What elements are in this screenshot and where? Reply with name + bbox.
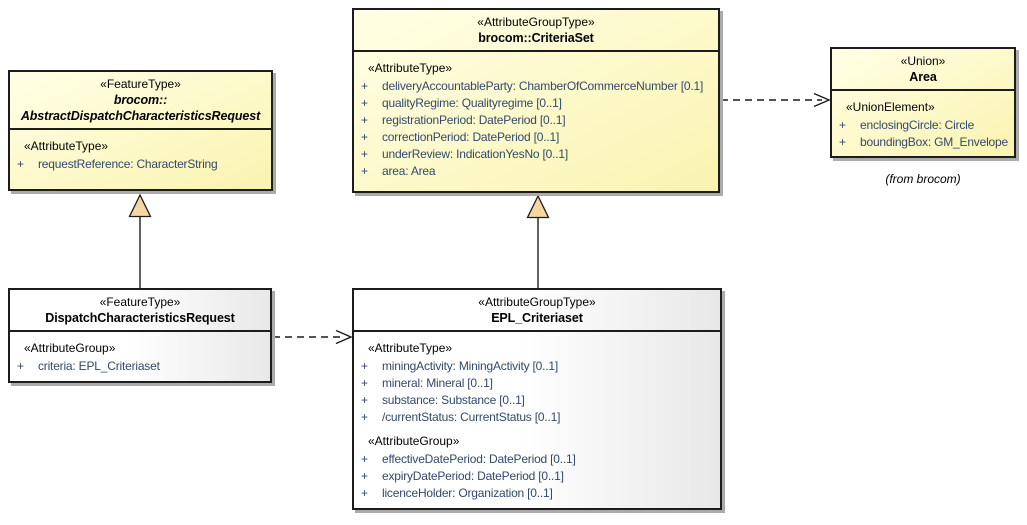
visibility-marker: + [361, 469, 369, 483]
class-box-criteria-set[interactable]: «AttributeGroupType» brocom::CriteriaSet… [352, 8, 720, 193]
attribute-text: area: Area [382, 164, 436, 178]
visibility-marker: + [361, 359, 369, 373]
attribute-text: enclosingCircle: Circle [860, 118, 975, 132]
visibility-marker: + [361, 130, 369, 144]
class-header: «FeatureType» DispatchCharacteristicsReq… [10, 290, 270, 332]
attribute-row: + miningActivity: MiningActivity [0..1] [358, 358, 716, 375]
class-stereotype: «Union» [900, 54, 946, 68]
visibility-marker: + [361, 486, 369, 500]
attribute-text: /currentStatus: CurrentStatus [0..1] [382, 410, 561, 424]
attribute-text: underReview: IndicationYesNo [0..1] [382, 147, 569, 161]
attribute-row: + effectiveDatePeriod: DatePeriod [0..1] [358, 451, 716, 468]
attribute-row: + qualityRegime: Qualityregime [0..1] [358, 95, 714, 112]
class-stereotype: «AttributeGroupType» [478, 295, 596, 309]
visibility-marker: + [361, 147, 369, 161]
attribute-text: expiryDatePeriod: DatePeriod [0..1] [382, 469, 564, 483]
dependency-arrow-dispatch-to-epl [273, 329, 353, 345]
attribute-text: boundingBox: GM_Envelope [860, 135, 1008, 149]
attribute-row: + substance: Substance [0..1] [358, 392, 716, 409]
attribute-text: qualityRegime: Qualityregime [0..1] [382, 96, 562, 110]
attribute-row: + underReview: IndicationYesNo [0..1] [358, 146, 714, 163]
attribute-group-stereotype: «AttributeType» [368, 341, 453, 355]
class-header: «AttributeGroupType» EPL_Criteriaset [354, 290, 720, 332]
class-box-abstract-dispatch-characteristics-request[interactable]: «FeatureType» brocom:: AbstractDispatchC… [8, 70, 273, 191]
attribute-row: + licenceHolder: Organization [0..1] [358, 485, 716, 502]
visibility-marker: + [361, 452, 369, 466]
attribute-text: effectiveDatePeriod: DatePeriod [0..1] [382, 452, 576, 466]
visibility-marker: + [839, 135, 847, 149]
class-package-prefix: brocom:: [113, 93, 168, 107]
class-stereotype: «FeatureType» [100, 77, 181, 91]
attribute-group-stereotype: «AttributeType» [368, 61, 453, 75]
attribute-text: registrationPeriod: DatePeriod [0..1] [382, 113, 566, 127]
class-name: DispatchCharacteristicsRequest [45, 311, 235, 325]
attribute-group-stereotype: «UnionElement» [846, 100, 935, 114]
origin-note: (from brocom) [885, 172, 961, 186]
visibility-marker: + [361, 79, 369, 93]
class-name: AbstractDispatchCharacteristicsRequest [20, 109, 261, 123]
class-box-area[interactable]: «Union» Area «UnionElement» + enclosingC… [830, 47, 1016, 158]
attribute-text: correctionPeriod: DatePeriod [0..1] [382, 130, 560, 144]
attribute-text: criteria: EPL_Criteriaset [38, 359, 160, 373]
attributes-compartment: «AttributeType» + miningActivity: Mining… [354, 332, 720, 508]
attribute-text: mineral: Mineral [0..1] [382, 376, 493, 390]
attributes-compartment: «AttributeType» + deliveryAccountablePar… [354, 52, 718, 191]
dependency-arrow-criteriaset-to-area [721, 92, 831, 108]
attribute-row: + boundingBox: GM_Envelope [836, 134, 1010, 151]
class-name: EPL_Criteriaset [491, 311, 583, 325]
attribute-text: substance: Substance [0..1] [382, 393, 525, 407]
class-header: «FeatureType» brocom:: AbstractDispatchC… [10, 72, 271, 130]
generalization-arrow-dispatch-to-abstract [128, 193, 152, 288]
attribute-row: + enclosingCircle: Circle [836, 117, 1010, 134]
attribute-row: + registrationPeriod: DatePeriod [0..1] [358, 112, 714, 129]
class-name: brocom::CriteriaSet [478, 31, 594, 45]
attribute-row: + deliveryAccountableParty: ChamberOfCom… [358, 78, 714, 95]
class-stereotype: «FeatureType» [99, 295, 181, 309]
class-header: «Union» Area [832, 49, 1014, 91]
attributes-compartment: «AttributeType» + requestReference: Char… [10, 130, 271, 189]
attribute-row: + /currentStatus: CurrentStatus [0..1] [358, 409, 716, 426]
visibility-marker: + [839, 118, 847, 132]
attribute-row: + expiryDatePeriod: DatePeriod [0..1] [358, 468, 716, 485]
visibility-marker: + [361, 393, 369, 407]
attributes-compartment: «UnionElement» + enclosingCircle: Circle… [832, 91, 1014, 156]
attribute-group-stereotype: «AttributeGroup» [24, 341, 116, 355]
attribute-row: + mineral: Mineral [0..1] [358, 375, 716, 392]
visibility-marker: + [361, 410, 369, 424]
attribute-group-stereotype: «AttributeType» [24, 139, 109, 153]
attribute-text: licenceHolder: Organization [0..1] [382, 486, 553, 500]
attribute-text: miningActivity: MiningActivity [0..1] [382, 359, 558, 373]
class-name: Area [909, 70, 937, 84]
visibility-marker: + [361, 96, 369, 110]
attribute-text: requestReference: CharacterString [38, 157, 218, 171]
visibility-marker: + [17, 157, 25, 171]
generalization-arrow-epl-to-criteriaset [526, 194, 550, 288]
class-stereotype: «AttributeGroupType» [477, 15, 595, 29]
attribute-row: + criteria: EPL_Criteriaset [14, 358, 266, 375]
visibility-marker: + [361, 113, 369, 127]
attribute-row: + correctionPeriod: DatePeriod [0..1] [358, 129, 714, 146]
class-box-dispatch-characteristics-request[interactable]: «FeatureType» DispatchCharacteristicsReq… [8, 288, 272, 383]
visibility-marker: + [17, 359, 25, 373]
visibility-marker: + [361, 376, 369, 390]
attribute-row: + area: Area [358, 163, 714, 180]
attribute-text: deliveryAccountableParty: ChamberOfComme… [382, 79, 704, 93]
visibility-marker: + [361, 164, 369, 178]
class-box-epl-criteriaset[interactable]: «AttributeGroupType» EPL_Criteriaset «At… [352, 288, 722, 510]
attribute-row: + requestReference: CharacterString [14, 156, 267, 173]
class-header: «AttributeGroupType» brocom::CriteriaSet [354, 10, 718, 52]
attributes-compartment: «AttributeGroup» + criteria: EPL_Criteri… [10, 332, 270, 381]
attribute-group-stereotype: «AttributeGroup» [368, 434, 460, 448]
